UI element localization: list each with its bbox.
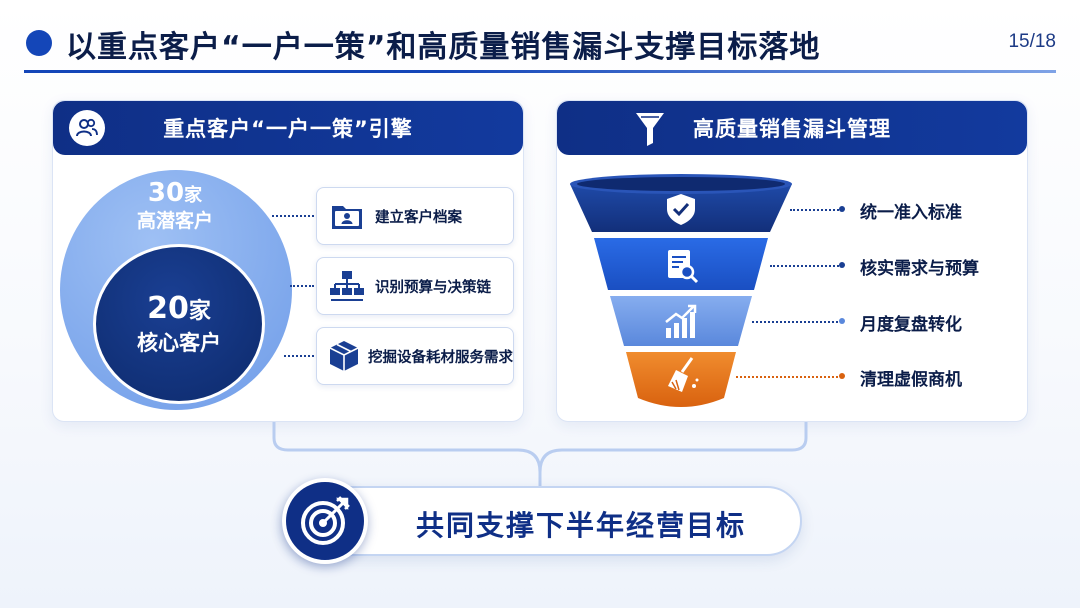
growth-chart-icon [665, 304, 697, 338]
connector-line [752, 321, 842, 323]
funnel-stage-label: 核实需求与预算 [860, 259, 979, 279]
page-number: 15/18 [1008, 31, 1056, 52]
connector-dot [839, 262, 845, 268]
folder-contact-icon [327, 196, 367, 236]
core-customer-circle: 20家 核心客户 [93, 244, 265, 404]
task-label: 挖掘设备耗材服务需求 [368, 349, 513, 366]
funnel-stage-label: 月度复盘转化 [860, 315, 962, 335]
high-potential-label: 30家 高潜客户 [100, 178, 250, 233]
funnel-stage-1 [570, 174, 792, 232]
funnel-stage-3 [610, 296, 752, 346]
connector-dot [839, 373, 845, 379]
target-arrow-icon [282, 478, 368, 564]
sales-funnel [570, 174, 792, 407]
shield-check-icon [667, 194, 695, 225]
core-customer-name: 核心客户 [137, 330, 221, 355]
key-account-panel-header: 重点客户“一户一策”引擎 [53, 101, 523, 155]
task-card-decision-chain: 识别预算与决策链 [316, 257, 514, 315]
header-divider [24, 70, 1056, 73]
high-potential-name: 高潜客户 [136, 210, 213, 232]
org-chart-icon [327, 266, 367, 306]
connector-line [736, 376, 842, 378]
high-potential-unit: 家 [184, 185, 203, 206]
connector-line [790, 209, 842, 211]
page-title: 以重点客户“一户一策”和高质量销售漏斗支撑目标落地 [66, 30, 821, 65]
box-icon [327, 336, 360, 376]
users-icon [69, 110, 105, 146]
connector-dot [839, 206, 845, 212]
task-label: 识别预算与决策链 [375, 279, 491, 296]
header-bullet [26, 30, 52, 56]
funnel-stage-label: 统一准入标准 [860, 203, 962, 223]
funnel-panel-header: 高质量销售漏斗管理 [557, 101, 1027, 155]
goal-text: 共同支撑下半年经营目标 [416, 509, 747, 542]
connector-dot [839, 318, 845, 324]
connector-line [290, 285, 314, 287]
core-customer-unit: 家 [188, 298, 211, 324]
key-account-panel-title: 重点客户“一户一策”引擎 [163, 117, 413, 141]
merge-bracket [272, 422, 808, 486]
funnel-stage-label: 清理虚假商机 [860, 370, 962, 390]
task-card-demand: 挖掘设备耗材服务需求 [316, 327, 514, 385]
connector-line [272, 215, 314, 217]
funnel-icon [635, 111, 665, 152]
task-card-profile: 建立客户档案 [316, 187, 514, 245]
core-customer-count: 20 [147, 290, 189, 326]
funnel-panel-title: 高质量销售漏斗管理 [693, 117, 891, 141]
connector-line [770, 265, 842, 267]
broom-icon [668, 357, 699, 392]
task-label: 建立客户档案 [375, 209, 462, 226]
high-potential-count: 30 [147, 178, 185, 208]
document-search-icon [668, 250, 699, 284]
connector-line [284, 355, 314, 357]
